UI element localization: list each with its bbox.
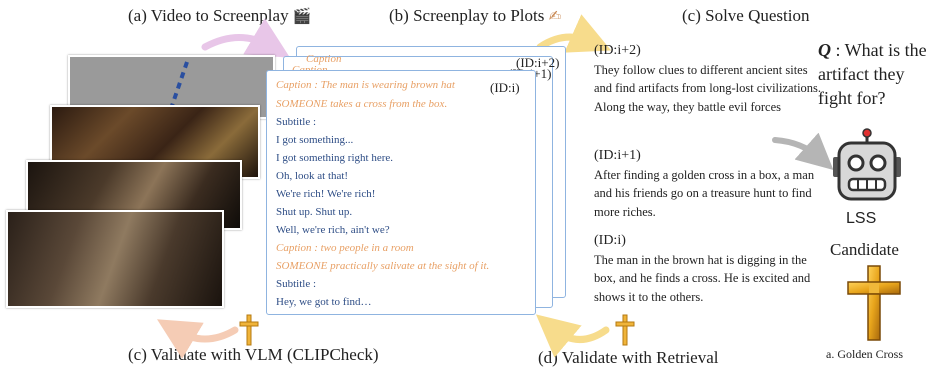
screenplay-line: Caption : two people in a room <box>276 242 414 254</box>
back-page-id-2: (ID:i+2) <box>516 55 560 70</box>
screenplay-page-main <box>266 70 536 315</box>
solver-label: LSS <box>846 210 877 227</box>
screenplay-line: I got something... <box>276 134 354 146</box>
clapper-icon: 🎬 <box>292 7 312 25</box>
video-frame-3 <box>6 210 224 308</box>
screenplay-line: Oh, look at that! <box>276 170 349 182</box>
screenplay-line: I got something right here. <box>276 152 394 164</box>
screenplay-line: Subtitle : <box>276 278 317 290</box>
screenplay-line: Shut up. Shut up. <box>276 206 353 218</box>
robot-icon <box>833 128 901 201</box>
screenplay-line: Caption : The man is wearing brown hat <box>276 79 455 91</box>
heading-validate-retrieval: (d) Validate with Retrieval <box>538 348 719 367</box>
cross-icon <box>239 314 259 346</box>
question-label: Q <box>818 40 831 60</box>
arrow-plots-to-solver <box>772 132 834 170</box>
screenplay-line: SOMEONE takes a cross from the box. <box>276 98 448 110</box>
golden-cross-icon <box>847 265 901 341</box>
cross-icon <box>615 314 635 346</box>
plot-text: The man in the brown hat is digging in t… <box>594 252 811 304</box>
arrow-validate-retrieval <box>535 314 610 358</box>
arrow-screenplay-to-plots <box>536 14 612 53</box>
screenplay-line: Subtitle : <box>276 116 317 128</box>
candidate-label: Candidate <box>830 240 899 259</box>
plot-text: After finding a golden cross in a box, a… <box>594 167 815 219</box>
question-text: : What is the artifact they fight for? <box>818 40 927 108</box>
plot-text: They follow clues to different ancient s… <box>594 62 822 114</box>
answer-label: a. Golden Cross <box>826 347 903 361</box>
dashed-line <box>161 61 189 133</box>
screenplay-id: (ID:i) <box>490 80 520 95</box>
plot-id: (ID:i) <box>594 233 626 248</box>
screenplay-line: Well, we're rich, ain't we? <box>276 224 390 236</box>
question: Q : What is the artifact they fight for? <box>818 38 940 110</box>
heading-solve-question: (c) Solve Question <box>682 6 810 25</box>
screenplay-line: Hey, we got to find… <box>276 296 372 308</box>
writing-hand-icon: ✍ <box>548 7 562 25</box>
plot-id: (ID:i+1) <box>594 148 641 163</box>
plot-item: (ID:i+1) After finding a golden cross in… <box>594 147 826 221</box>
plot-id: (ID:i+2) <box>594 43 641 58</box>
screenplay-line: SOMEONE practically salivate at the sigh… <box>276 260 490 272</box>
arrow-validate-vlm <box>156 319 239 359</box>
arrow-video-to-screenplay <box>201 18 291 58</box>
plot-item: (ID:i+2) They follow clues to different … <box>594 42 826 116</box>
back-page-caption-1: Caption <box>306 53 342 65</box>
plot-item: (ID:i) The man in the brown hat is diggi… <box>594 232 826 306</box>
heading-screenplay-to-plots: (b) Screenplay to Plots ✍ <box>389 6 561 26</box>
screenplay-line: We're rich! We're rich! <box>276 188 376 200</box>
heading-screenplay-to-plots-text: (b) Screenplay to Plots <box>389 6 545 25</box>
